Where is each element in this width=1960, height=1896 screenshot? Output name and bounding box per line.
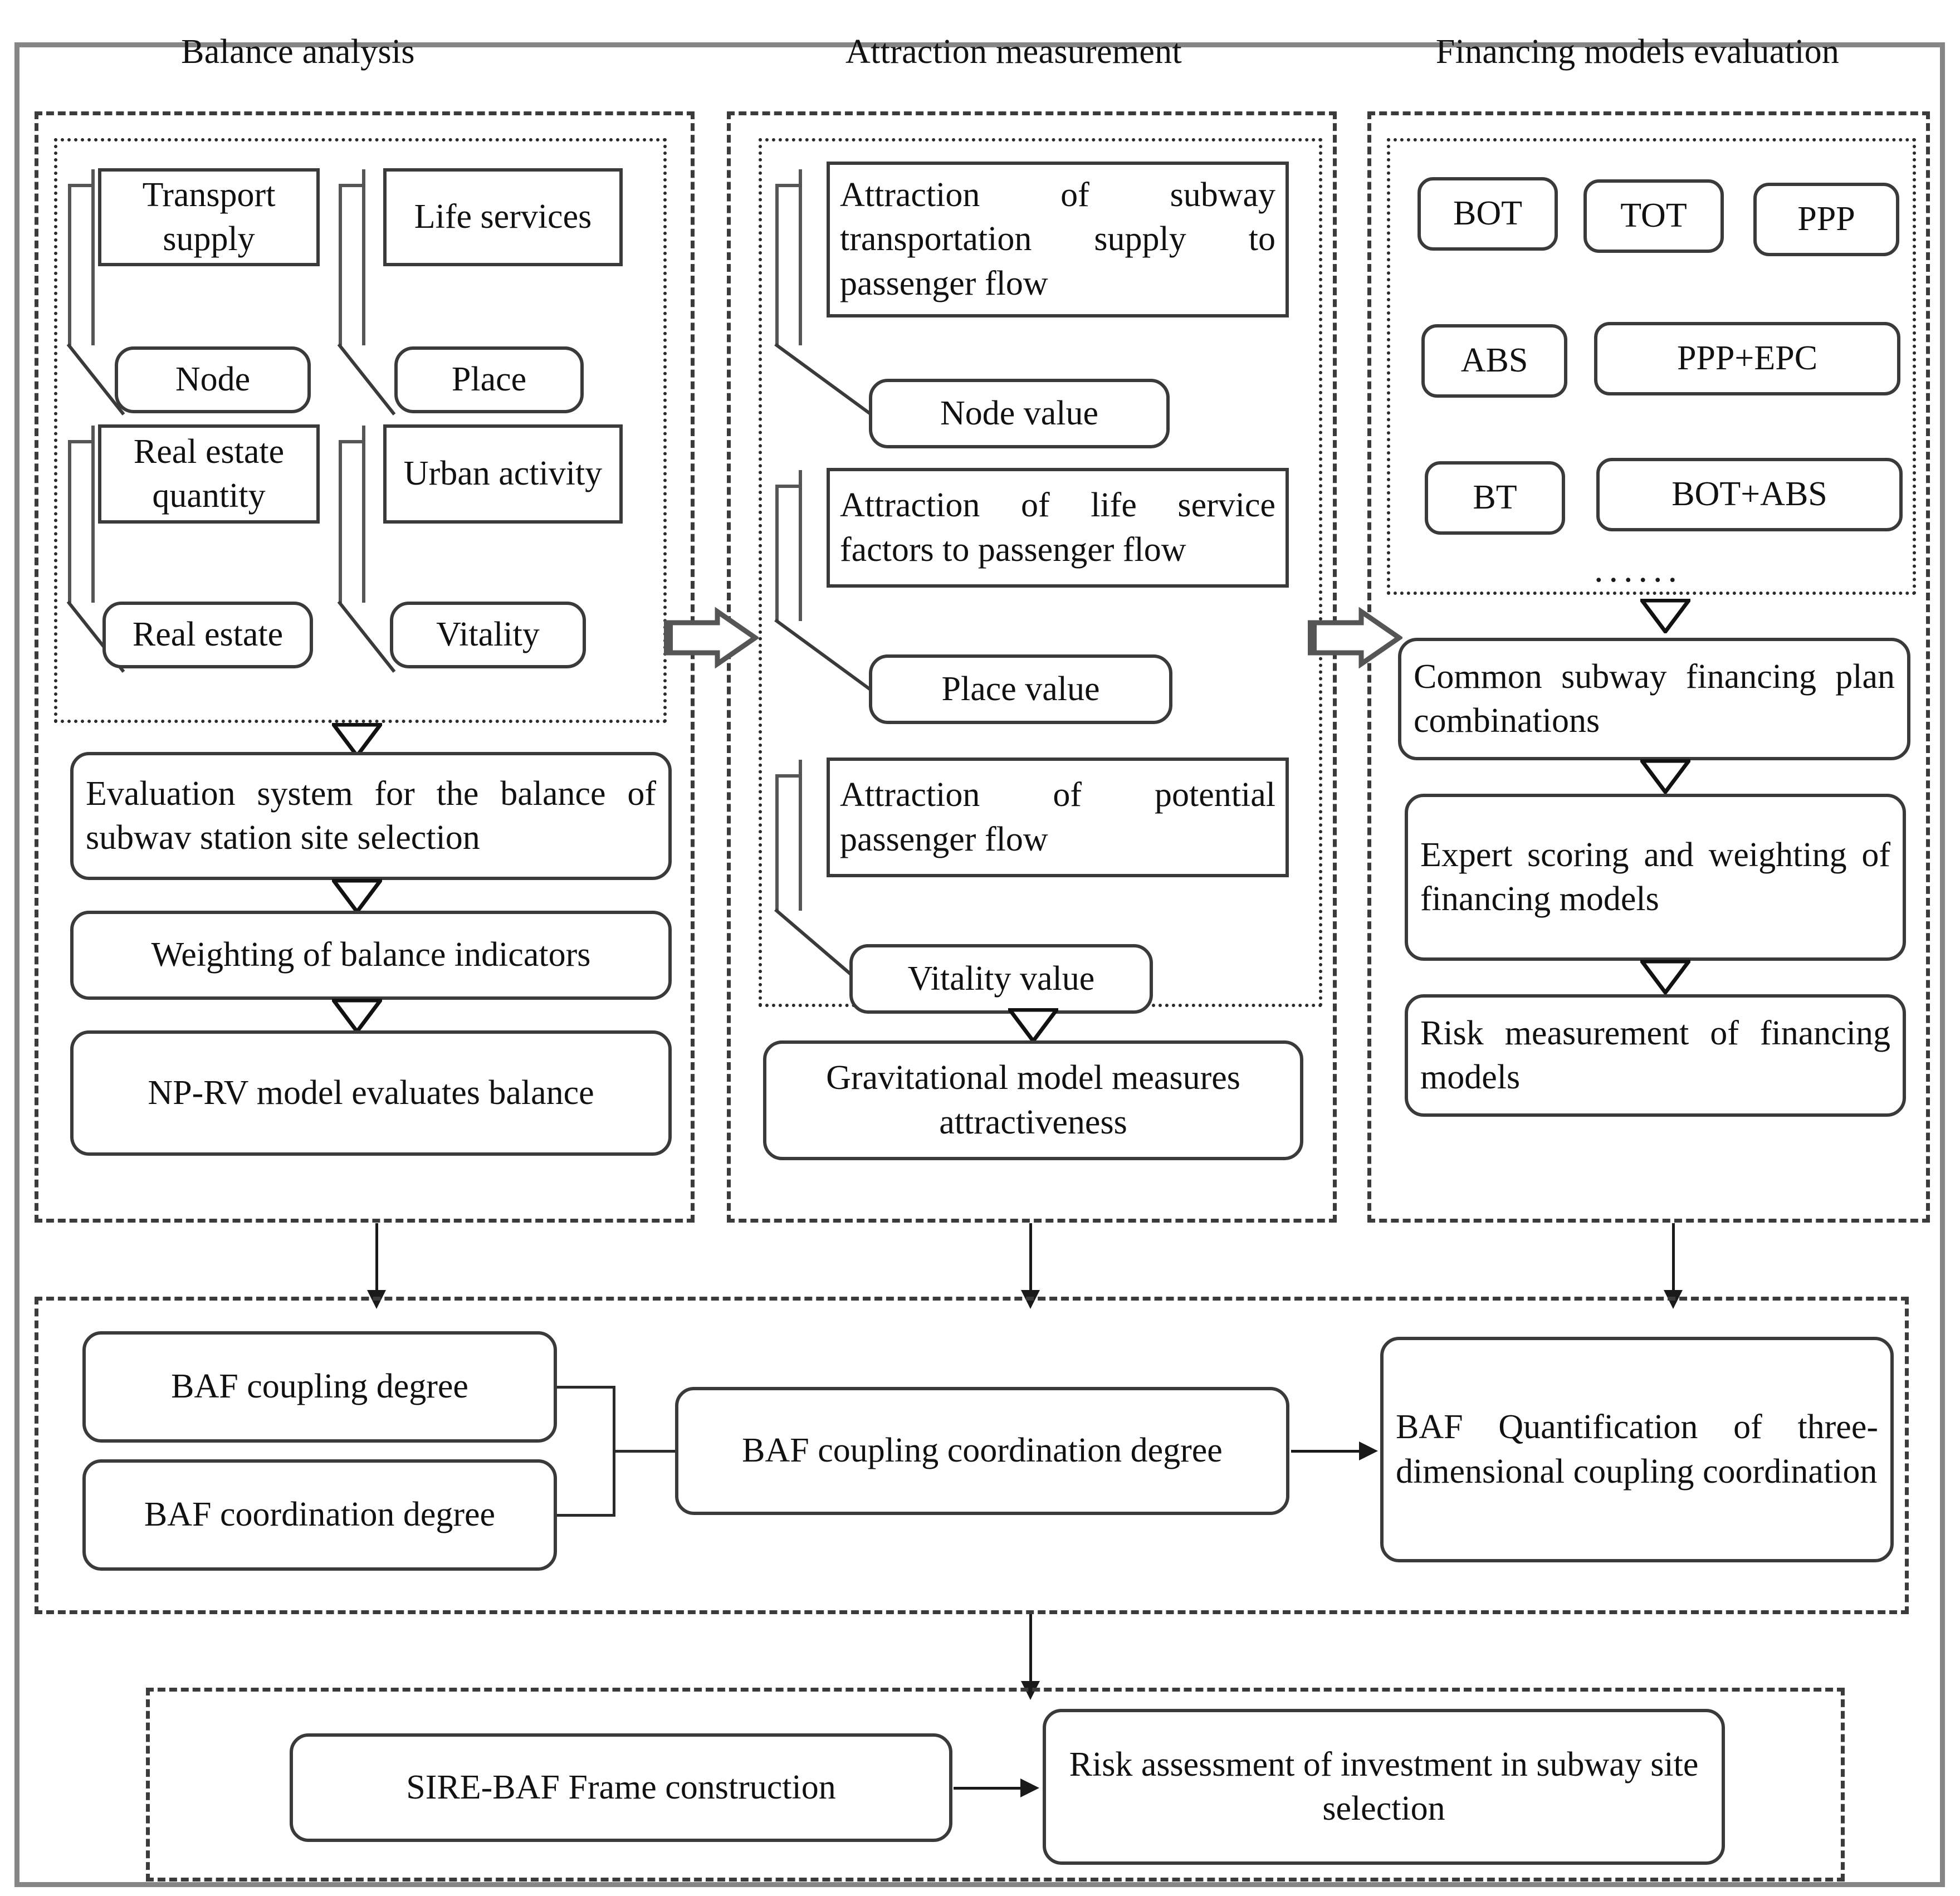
node-attraction-step-0: Gravitational model measures attractiven… <box>763 1040 1303 1160</box>
node-financing-model-1: TOT <box>1583 179 1724 253</box>
column-heading-financing: Financing models evaluation <box>1435 33 1840 71</box>
arrow-balance-to-baf <box>375 1223 378 1296</box>
financing-models-ellipsis: ...... <box>1594 549 1683 590</box>
node-attraction-factor-2: Attraction of potential passenger flow <box>827 758 1289 877</box>
connector-transport-node <box>66 343 125 416</box>
arrow-attraction-to-baf <box>1029 1223 1032 1296</box>
node-conclusion-right: Risk assessment of investment in subway … <box>1043 1709 1725 1865</box>
arrowhead-baf-middle-to-output <box>1359 1441 1378 1460</box>
group-financing-evaluation <box>1367 111 1930 1223</box>
page-frame <box>14 42 1945 1887</box>
arrow-baf-middle-to-output <box>1291 1450 1363 1453</box>
group-financing-models <box>1387 138 1916 595</box>
arrow-baf-to-conclusion <box>1029 1614 1032 1687</box>
block-arrow-attraction-to-financing <box>1308 607 1402 668</box>
node-baf-middle: BAF coupling coordination degree <box>675 1387 1289 1515</box>
node-balance-factor-3: Urban activity <box>383 424 623 524</box>
connector-attraction-2 <box>774 908 858 981</box>
node-financing-model-4: PPP+EPC <box>1594 322 1900 395</box>
node-balance-step-0: Evaluation system for the balance of sub… <box>70 752 672 880</box>
node-financing-step-2: Risk measurement of financing models <box>1405 994 1906 1117</box>
column-heading-attraction: Attraction measurement <box>845 33 1182 71</box>
block-arrow-balance-to-attraction <box>664 607 759 668</box>
node-balance-step-1: Weighting of balance indicators <box>70 911 672 1000</box>
group-balance-analysis <box>35 111 695 1223</box>
node-financing-model-2: PPP <box>1753 183 1899 256</box>
node-balance-value-3: Vitality <box>390 602 586 668</box>
node-attraction-factor-1: Attraction of life service factors to pa… <box>827 468 1289 588</box>
node-attraction-value-1: Place value <box>869 654 1172 724</box>
node-balance-factor-2: Real estate quantity <box>98 424 320 524</box>
page-frame-top-edge <box>14 42 1945 47</box>
node-financing-step-1: Expert scoring and weighting of financin… <box>1405 794 1906 961</box>
connector-urban-vitality <box>337 600 396 673</box>
connector-attraction-1 <box>774 618 872 692</box>
group-baf-coupling <box>35 1297 1909 1614</box>
node-financing-model-5: BT <box>1425 461 1565 535</box>
node-attraction-value-0: Node value <box>869 379 1170 448</box>
node-balance-value-2: Real estate <box>102 602 313 668</box>
column-heading-balance: Balance analysis <box>181 33 415 71</box>
group-balance-indicators <box>54 138 667 723</box>
node-financing-step-0: Common subway financing plan combination… <box>1398 638 1910 760</box>
node-conclusion-left: SIRE-BAF Frame construction <box>290 1733 952 1842</box>
node-attraction-factor-0: Attraction of subway transportation supp… <box>827 162 1289 317</box>
node-baf-input-1: BAF coordination degree <box>82 1459 557 1571</box>
node-balance-value-1: Place <box>394 346 584 413</box>
arrow-conclusion <box>954 1787 1026 1790</box>
baf-join-line-bottom <box>557 1514 615 1517</box>
node-financing-model-0: BOT <box>1418 177 1558 251</box>
connector-attraction-0 <box>774 343 872 416</box>
node-balance-step-2: NP-RV model evaluates balance <box>70 1030 672 1156</box>
node-balance-factor-1: Life services <box>383 168 623 266</box>
group-attraction-measurement <box>727 111 1337 1223</box>
node-baf-output: BAF Quantification of three-dimensional … <box>1380 1337 1894 1562</box>
connector-life-place <box>337 343 396 416</box>
node-attraction-value-2: Vitality value <box>849 944 1153 1014</box>
node-balance-value-0: Node <box>115 346 311 413</box>
node-baf-input-0: BAF coupling degree <box>82 1331 557 1443</box>
baf-join-line-center <box>613 1450 677 1453</box>
arrow-financing-to-baf <box>1672 1223 1675 1296</box>
arrowhead-conclusion <box>1020 1778 1039 1797</box>
baf-join-line-top <box>557 1386 615 1389</box>
group-conclusion <box>146 1688 1845 1882</box>
node-financing-model-3: ABS <box>1421 324 1567 398</box>
node-balance-factor-0: Transport supply <box>98 168 320 266</box>
node-financing-model-6: BOT+ABS <box>1596 458 1903 531</box>
